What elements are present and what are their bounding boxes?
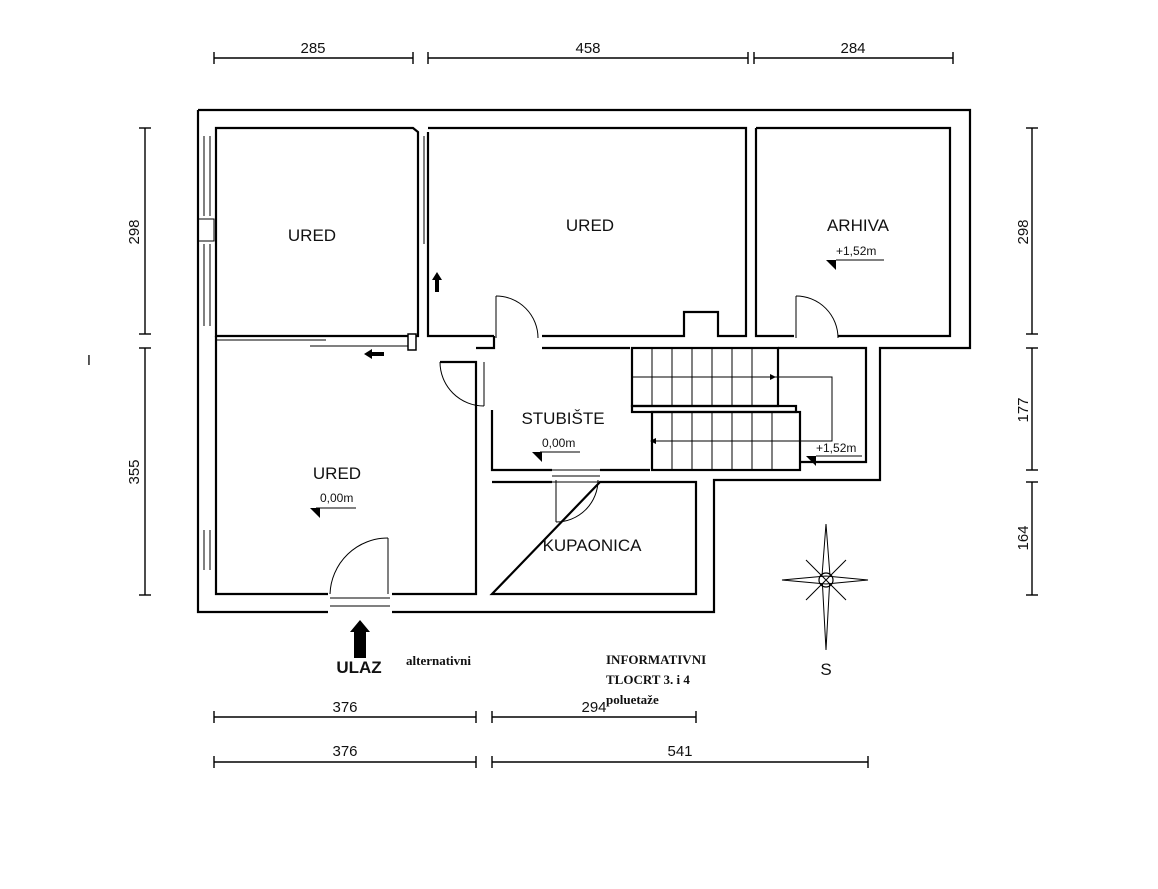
dim-left-1: 298 [126, 219, 143, 244]
room-ured-bottom: URED 0,00m [214, 333, 485, 607]
room-label-stubiste: STUBIŠTE [521, 409, 604, 428]
room-kupaonica: KUPAONICA [489, 469, 698, 596]
dim-top-3: 284 [840, 40, 865, 57]
dim-right-2: 177 [1015, 397, 1032, 422]
dim-top-1: 285 [300, 40, 325, 57]
level-ured-bottom: 0,00m [320, 491, 353, 505]
entrance-alt-label: alternativni [406, 653, 471, 668]
room-label-ured-top-mid: URED [566, 216, 614, 235]
compass-rose: S [781, 523, 869, 679]
room-label-ured-top-left: URED [288, 226, 336, 245]
level-marker-icon [532, 452, 542, 462]
level-marker-icon [310, 508, 320, 518]
room-label-kupaonica: KUPAONICA [543, 536, 643, 555]
compass-label: S [820, 660, 831, 679]
room-label-ured-bottom: URED [313, 464, 361, 483]
room-ured-top-mid: URED [426, 126, 748, 339]
room-ured-top-left: URED [214, 126, 442, 338]
level-stubiste: 0,00m [542, 436, 575, 450]
room-stubiste: STUBIŠTE 0,00m [476, 336, 868, 472]
level-marker-icon [826, 260, 836, 270]
level-marker-icon [806, 456, 816, 466]
staircase: +1,52m [630, 346, 862, 472]
building-outline [196, 108, 972, 614]
note-line-1: INFORMATIVNI [606, 652, 706, 667]
dimension-bottom-2: 376 541 [213, 743, 869, 768]
entrance-label: ULAZ [336, 658, 381, 677]
dimension-left: 298 355 [126, 127, 151, 596]
entrance: ULAZ alternativni [336, 620, 471, 677]
entrance-arrow-icon [350, 620, 370, 658]
dim-left-2: 355 [126, 459, 143, 484]
room-label-arhiva: ARHIVA [827, 216, 890, 235]
plan-note: INFORMATIVNI TLOCRT 3. i 4 poluetaže [606, 652, 706, 707]
arrow-up-icon [432, 272, 442, 292]
level-stairs-landing: +1,52m [816, 441, 856, 455]
dim-top-2: 458 [575, 40, 600, 57]
dimension-bottom-1: 376 294 [213, 699, 697, 723]
note-line-2: TLOCRT 3. i 4 [606, 672, 690, 687]
room-arhiva: ARHIVA +1,52m [754, 126, 952, 339]
dim-bottom-2-a: 376 [332, 743, 357, 760]
dimension-top: 285 458 284 [213, 40, 954, 64]
dim-bottom-1-b: 294 [581, 699, 606, 716]
dim-right-3: 164 [1015, 525, 1032, 550]
arrow-left-icon [364, 349, 384, 359]
dim-bottom-2-b: 541 [667, 743, 692, 760]
section-marker: I [87, 352, 91, 369]
note-line-3: poluetaže [606, 692, 659, 707]
dim-bottom-1-a: 376 [332, 699, 357, 716]
dim-right-1: 298 [1015, 219, 1032, 244]
dimension-right: 298 177 164 [1015, 127, 1038, 596]
level-arhiva: +1,52m [836, 244, 876, 258]
